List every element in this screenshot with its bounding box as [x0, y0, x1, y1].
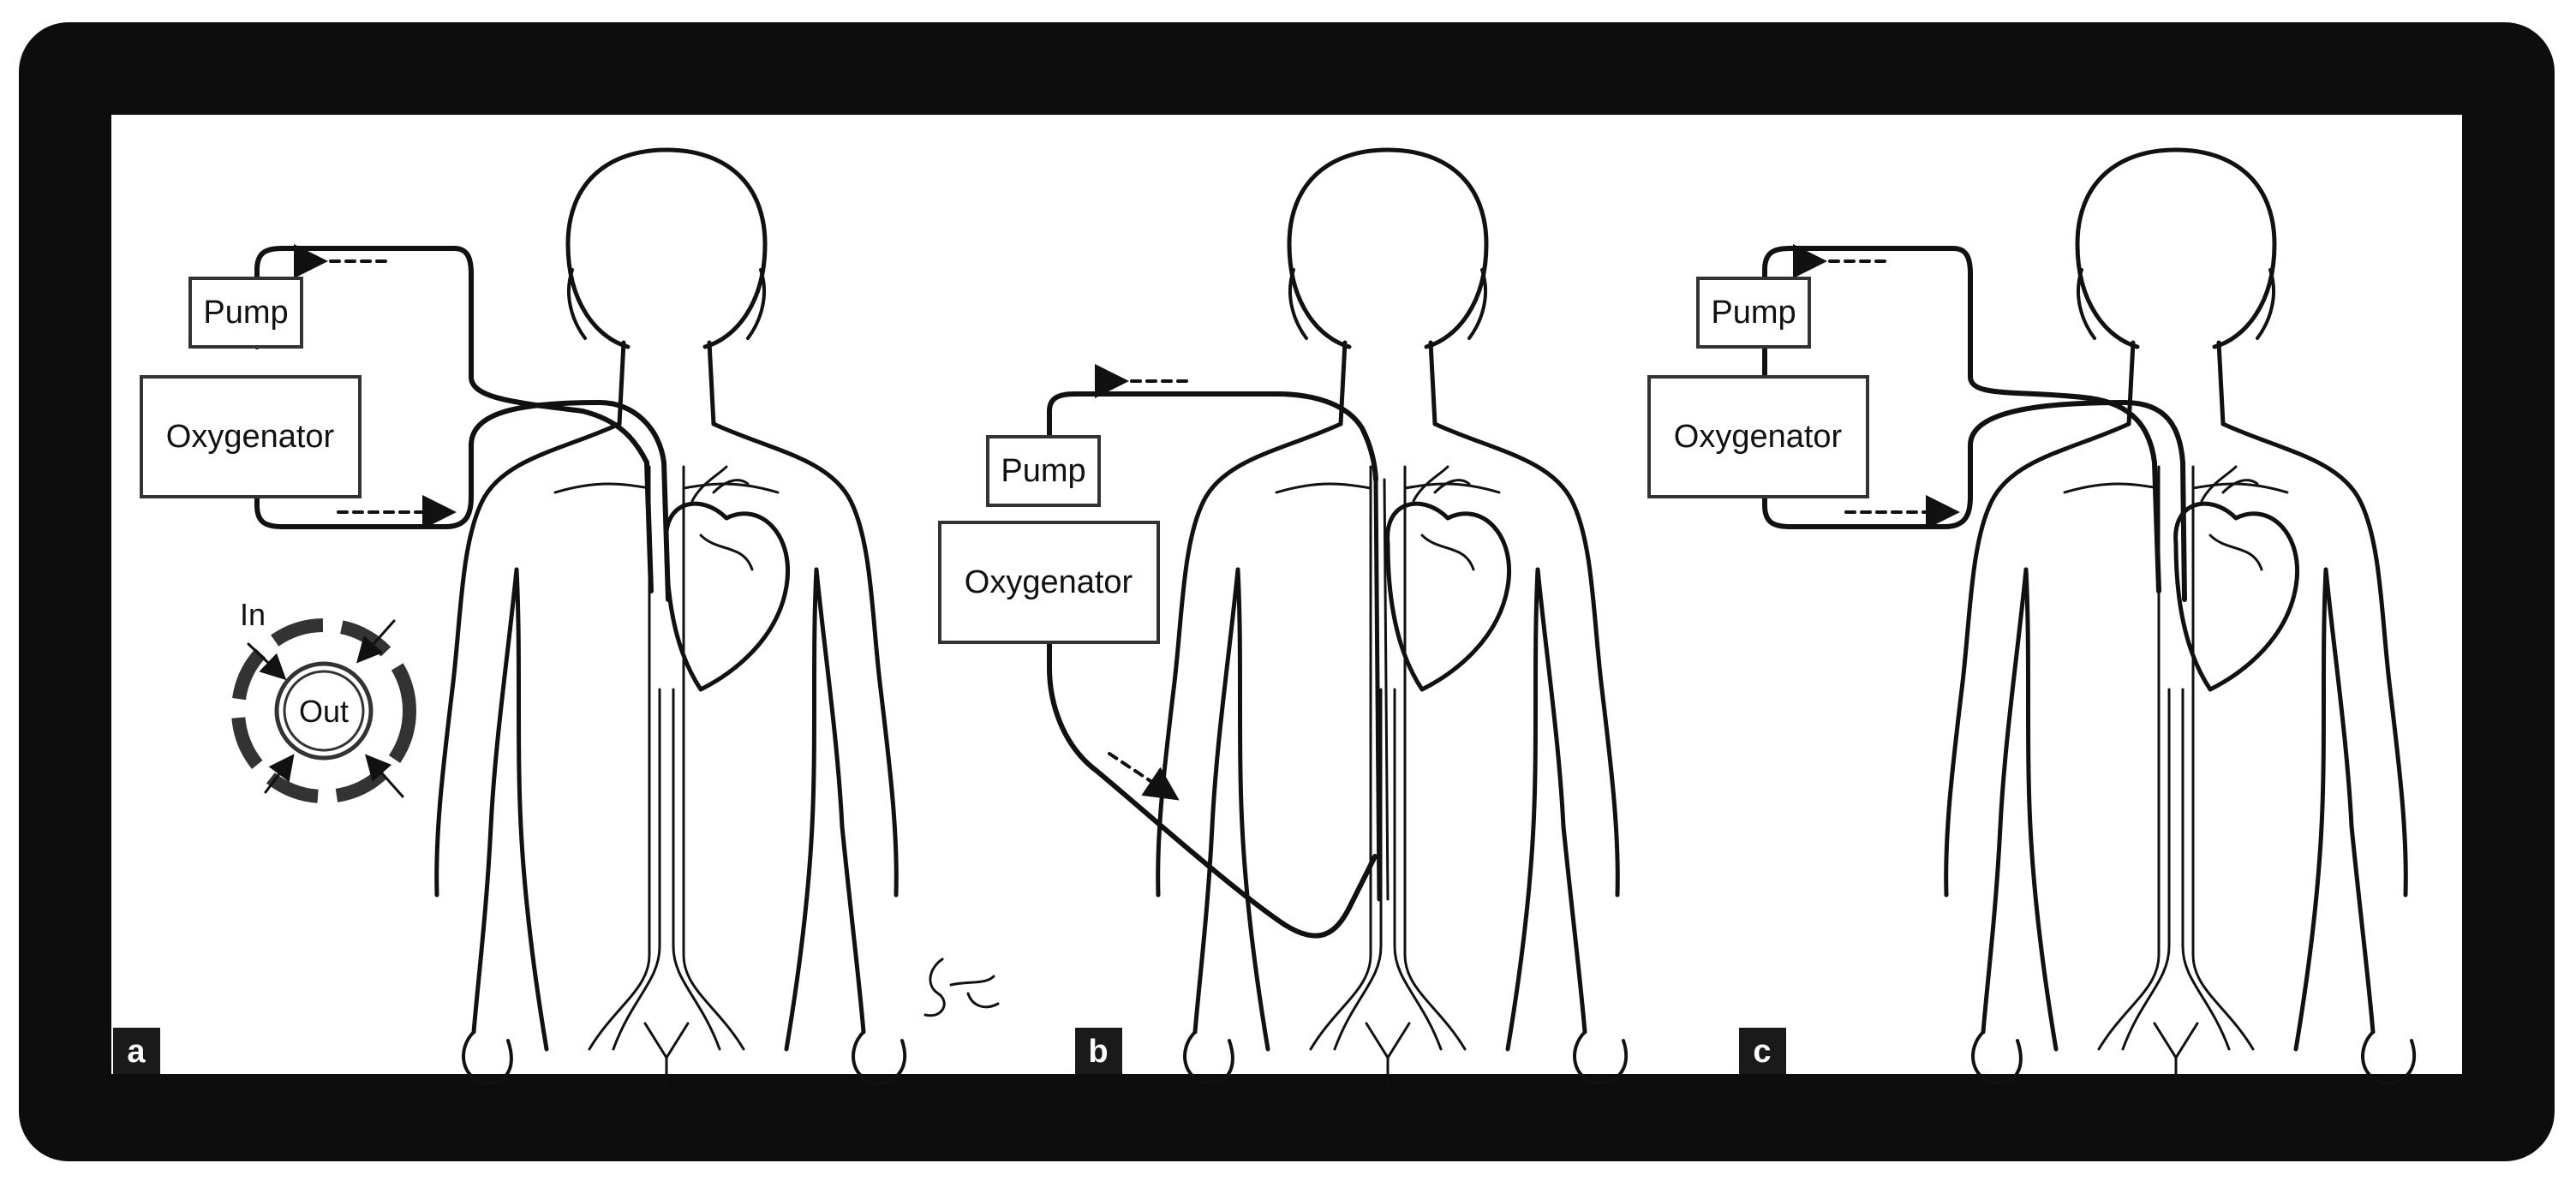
cannula-cross-section-inset: In Out	[231, 597, 416, 803]
inset-out-label: Out	[299, 694, 349, 729]
oxygenator-label-a: Oxygenator	[166, 419, 335, 455]
oxygenator-box-b	[938, 521, 1160, 644]
panel-tag-a: a	[127, 1034, 146, 1070]
oxygenator-box-a	[140, 375, 362, 498]
panel-tag-a-bg	[113, 1028, 160, 1074]
panel-tag-b: b	[1088, 1034, 1108, 1070]
circuit-drain-line-b	[1047, 391, 1378, 482]
panel-tag-c-bg	[1739, 1028, 1786, 1074]
panel-tag-b-bg	[1075, 1028, 1122, 1074]
oxygenator-label-b: Oxygenator	[965, 564, 1133, 600]
panel-b: Pump Oxygenator b	[938, 150, 1626, 1083]
artist-signature	[923, 957, 1000, 1017]
pump-label-b: Pump	[1001, 453, 1085, 489]
inset-in-label: In	[240, 597, 266, 632]
flow-arrow-b-bottom	[1108, 752, 1180, 801]
circuit-return-line-a	[254, 400, 671, 602]
pump-box-b	[986, 435, 1101, 507]
circuit-return-line-b	[1047, 640, 1378, 939]
circuit-drain-line-c	[1762, 246, 2161, 593]
figure-canvas	[111, 115, 2462, 1074]
oxygenator-label-c: Oxygenator	[1674, 419, 1843, 455]
panel-a: Pump Oxygenator In Out a	[113, 150, 1000, 1083]
patient-figure-b	[1158, 150, 1626, 1083]
oxygenator-box-c	[1647, 375, 1869, 498]
femoral-cannula-b	[1373, 477, 1382, 902]
panel-tag-c: c	[1753, 1034, 1771, 1070]
pump-label-c: Pump	[1711, 295, 1796, 331]
panel-c: Pump Oxygenator c	[1647, 150, 2414, 1083]
patient-figure-a	[437, 150, 905, 1083]
circuit-drain-line-a	[254, 246, 654, 593]
circuit-return-line-c	[1762, 400, 2187, 602]
pump-label-a: Pump	[203, 295, 288, 331]
patient-figure-c	[1946, 150, 2414, 1083]
pump-box-a	[188, 277, 303, 349]
pump-box-c	[1696, 277, 1811, 349]
